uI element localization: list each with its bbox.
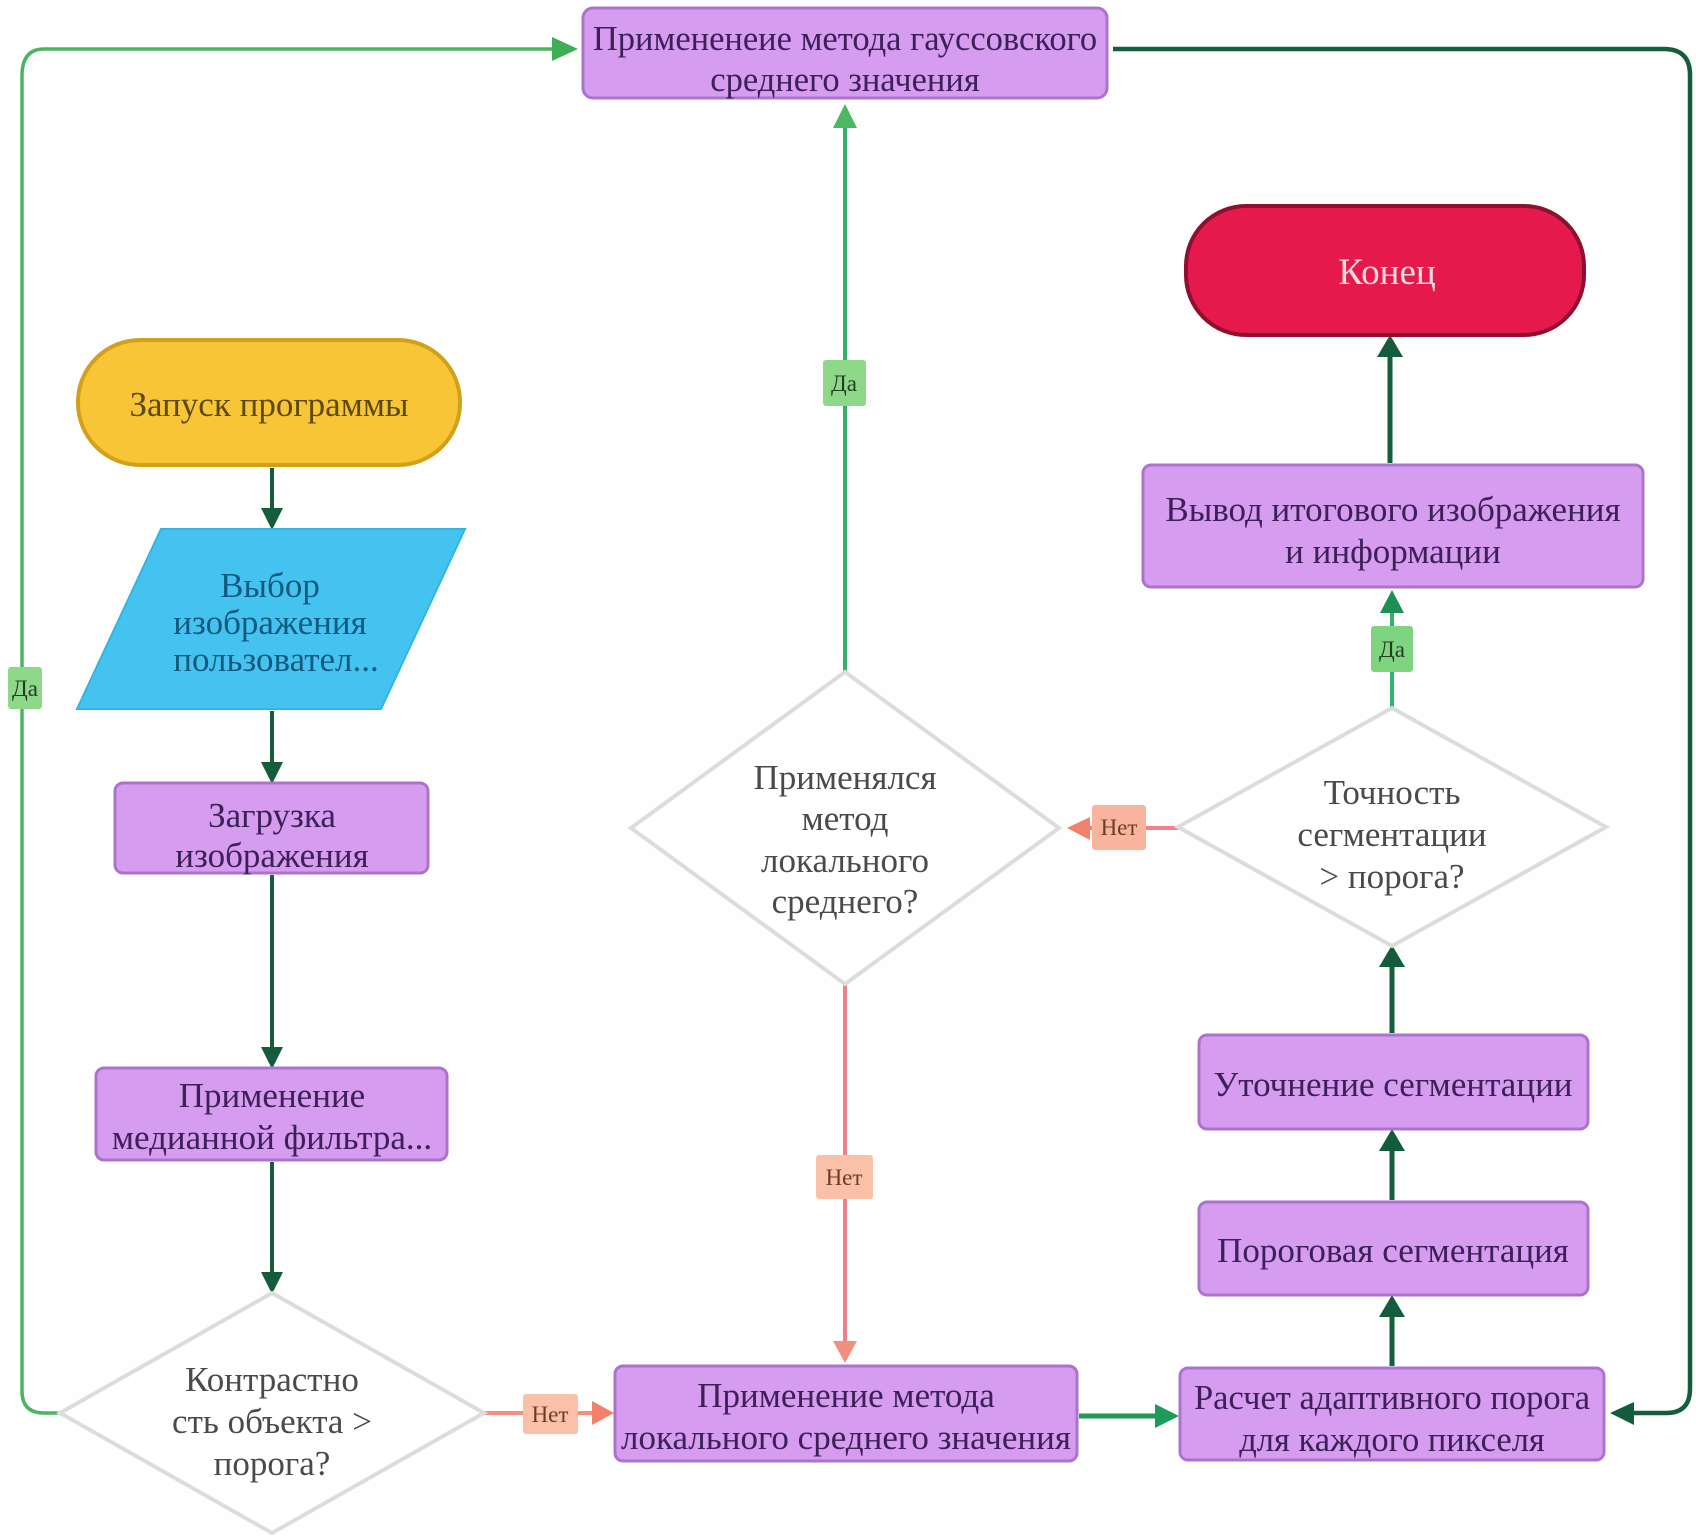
svg-text:Конец: Конец xyxy=(1338,252,1435,293)
svg-text:Расчет адаптивного порога: Расчет адаптивного порога xyxy=(1194,1379,1590,1417)
svg-text:и информации: и информации xyxy=(1285,532,1501,571)
svg-text:пользовател...: пользовател... xyxy=(173,640,379,679)
svg-text:Запуск программы: Запуск программы xyxy=(129,385,408,424)
svg-text:Да: Да xyxy=(12,676,38,701)
svg-text:среднего?: среднего? xyxy=(772,882,919,921)
svg-text:для каждого пикселя: для каждого пикселя xyxy=(1239,1421,1545,1459)
svg-text:сегментации: сегментации xyxy=(1297,815,1486,854)
svg-text:Примененеие метода гауссовског: Примененеие метода гауссовского xyxy=(593,20,1097,58)
svg-text:Точность: Точность xyxy=(1324,773,1461,812)
svg-text:> порога?: > порога? xyxy=(1319,857,1464,896)
svg-text:Применение метода: Применение метода xyxy=(697,1376,995,1415)
svg-text:Да: Да xyxy=(831,371,857,396)
svg-text:Выбор: Выбор xyxy=(220,566,320,605)
svg-text:Загрузка: Загрузка xyxy=(208,796,336,835)
svg-text:Да: Да xyxy=(1379,637,1405,662)
svg-text:сть объекта >: сть объекта > xyxy=(172,1402,372,1441)
svg-text:изображения: изображения xyxy=(175,836,369,875)
svg-text:метод: метод xyxy=(802,799,889,838)
svg-text:Нет: Нет xyxy=(532,1402,569,1427)
svg-text:локального среднего значения: локального среднего значения xyxy=(621,1418,1071,1457)
svg-text:Применение: Применение xyxy=(179,1076,365,1115)
svg-text:Вывод итогового изображения: Вывод итогового изображения xyxy=(1165,490,1620,529)
svg-text:Уточнение сегментации: Уточнение сегментации xyxy=(1213,1065,1572,1104)
svg-text:Нет: Нет xyxy=(1101,815,1138,840)
svg-text:медианной фильтра...: медианной фильтра... xyxy=(112,1118,432,1157)
svg-text:среднего значения: среднего значения xyxy=(710,61,980,99)
svg-text:Нет: Нет xyxy=(826,1165,863,1190)
svg-text:порога?: порога? xyxy=(214,1444,331,1483)
svg-text:изображения: изображения xyxy=(173,603,367,642)
svg-text:Пороговая сегментация: Пороговая сегментация xyxy=(1217,1231,1569,1270)
svg-text:локального: локального xyxy=(761,841,929,880)
svg-text:Применялся: Применялся xyxy=(753,758,936,797)
svg-text:Контрастно: Контрастно xyxy=(185,1360,359,1399)
